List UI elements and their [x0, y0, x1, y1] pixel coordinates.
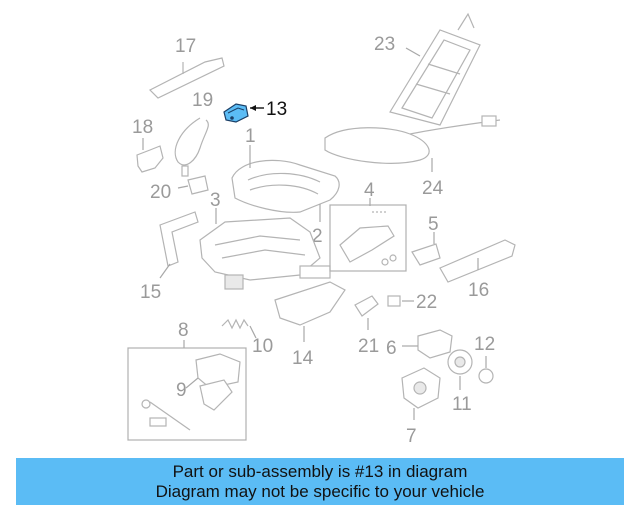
callout-19: 19 — [192, 90, 213, 111]
info-banner: Part or sub-assembly is #13 in diagram D… — [16, 458, 624, 505]
callout-12: 12 — [474, 334, 495, 355]
callout-3: 3 — [210, 190, 221, 211]
part-22-knob — [387, 295, 414, 307]
part-1-cushion — [231, 145, 340, 213]
part-14-shield — [274, 281, 346, 342]
parts-diagram: 17 13 19 18 20 1 2 — [127, 12, 516, 447]
part-5-handle — [411, 232, 441, 266]
part-21-lever — [354, 295, 379, 330]
callout-23: 23 — [374, 34, 395, 55]
part-10-spring — [221, 318, 257, 339]
part-19-cable — [174, 117, 209, 177]
callout-22: 22 — [416, 292, 437, 313]
part-23-back-frame — [389, 12, 481, 126]
part-7-motor-assembly — [401, 367, 441, 420]
callout-21: 21 — [358, 336, 379, 357]
callout-8: 8 — [178, 320, 189, 341]
callout-15: 15 — [140, 282, 161, 303]
callout-16: 16 — [468, 280, 489, 301]
part-16-side-trim — [439, 239, 516, 283]
callout-24: 24 — [422, 178, 444, 199]
callout-13: 13 — [266, 99, 287, 120]
part-4-group — [329, 198, 407, 272]
part-18-bracket — [136, 138, 164, 173]
callout-5: 5 — [428, 214, 439, 235]
callout-1: 1 — [245, 126, 256, 147]
part-12-nut — [478, 356, 494, 384]
callout-6: 6 — [386, 338, 397, 359]
banner-line-1: Part or sub-assembly is #13 in diagram — [172, 461, 468, 481]
part-3-seat-frame — [199, 208, 331, 290]
banner-line-2: Diagram may not be specific to your vehi… — [155, 481, 485, 501]
part-13-bracket[interactable] — [223, 103, 249, 123]
part-17-trim-strip — [148, 57, 225, 99]
part-6-motor — [402, 329, 453, 359]
leader-9 — [185, 377, 199, 389]
callout-11: 11 — [452, 394, 472, 415]
part-20-clip — [177, 175, 209, 195]
part-24-heater — [324, 115, 501, 172]
callout-7: 7 — [406, 426, 417, 447]
leader-13-arrow — [250, 105, 256, 111]
part-8-group — [127, 340, 247, 441]
callout-14: 14 — [292, 348, 314, 369]
callout-9: 9 — [176, 380, 187, 401]
callout-20: 20 — [150, 182, 171, 203]
callout-17: 17 — [175, 36, 196, 57]
callout-4: 4 — [364, 180, 375, 201]
callout-2: 2 — [312, 226, 323, 247]
part-15-side-panel — [159, 211, 199, 279]
callout-18: 18 — [132, 117, 153, 138]
callout-10: 10 — [252, 336, 273, 357]
part-11-gear — [447, 349, 473, 390]
